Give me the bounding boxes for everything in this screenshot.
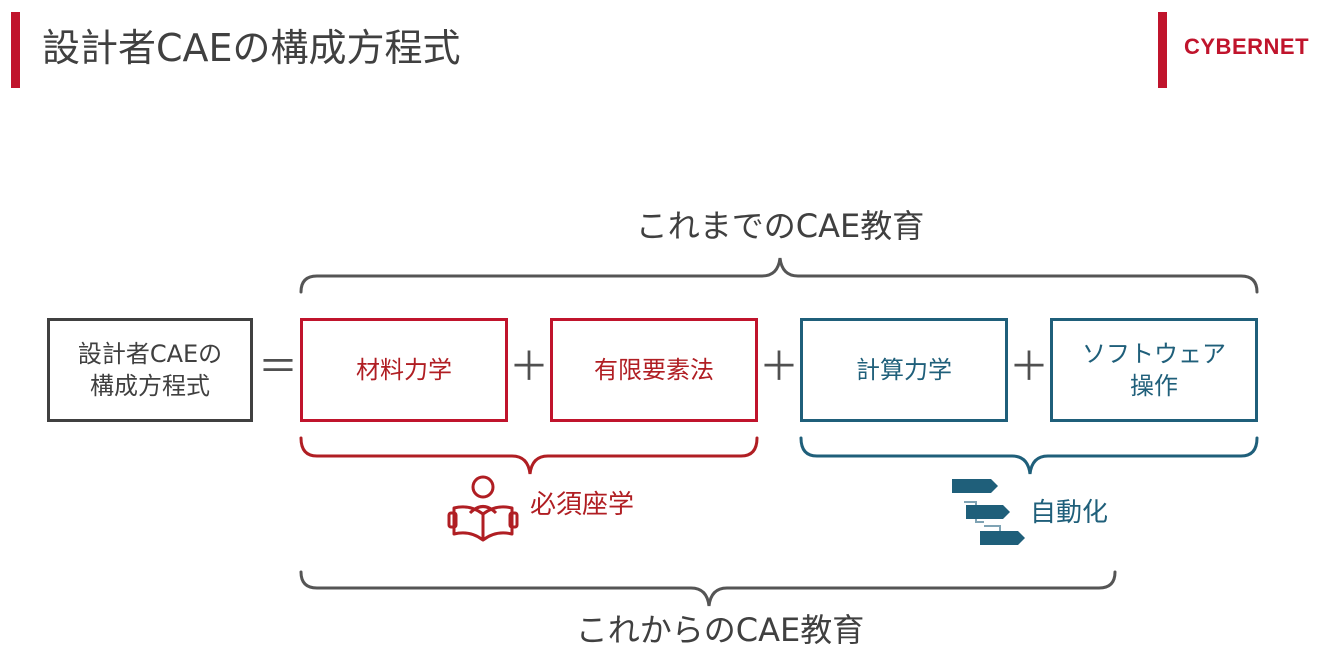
logo-accent-bar xyxy=(1158,12,1167,88)
workflow-steps-icon xyxy=(952,479,1025,545)
required-brace xyxy=(299,436,759,475)
required-lecture-label: 必須座学 xyxy=(530,490,635,520)
box-software-operation-line1: ソフトウェア xyxy=(1082,340,1226,368)
constitutive-equation-line2: 構成方程式 xyxy=(90,372,210,400)
brand-logo: CYBERNET xyxy=(1184,34,1310,59)
equals-sign: ＝ xyxy=(258,344,298,390)
box-finite-element-method: 有限要素法 xyxy=(550,318,758,422)
traditional-cae-education-label: これまでのCAE教育 xyxy=(635,207,925,245)
box-software-operation-line2: 操作 xyxy=(1130,372,1178,400)
future-cae-education-label: これからのCAE教育 xyxy=(575,611,865,649)
constitutive-equation-line1: 設計者CAEの xyxy=(77,340,223,368)
box-materials-mechanics: 材料力学 xyxy=(300,318,508,422)
plus-sign-2: ＋ xyxy=(759,344,799,390)
box-computational-mechanics: 計算力学 xyxy=(800,318,1008,422)
reading-person-icon xyxy=(447,475,519,542)
top-brace xyxy=(299,257,1259,294)
box-finite-element-method-label: 有限要素法 xyxy=(594,356,714,384)
box-software-operation: ソフトウェア 操作 xyxy=(1050,318,1258,422)
plus-sign-3: ＋ xyxy=(1009,344,1049,390)
constitutive-equation-box: 設計者CAEの 構成方程式 xyxy=(47,318,253,422)
automation-brace xyxy=(799,436,1259,475)
box-materials-mechanics-label: 材料力学 xyxy=(356,356,452,384)
box-computational-mechanics-label: 計算力学 xyxy=(856,356,952,384)
page-title: 設計者CAEの構成方程式 xyxy=(42,26,461,70)
automation-label: 自動化 xyxy=(1030,498,1109,528)
plus-sign-1: ＋ xyxy=(509,344,549,390)
bottom-brace xyxy=(299,570,1117,607)
title-accent-bar xyxy=(11,12,20,88)
